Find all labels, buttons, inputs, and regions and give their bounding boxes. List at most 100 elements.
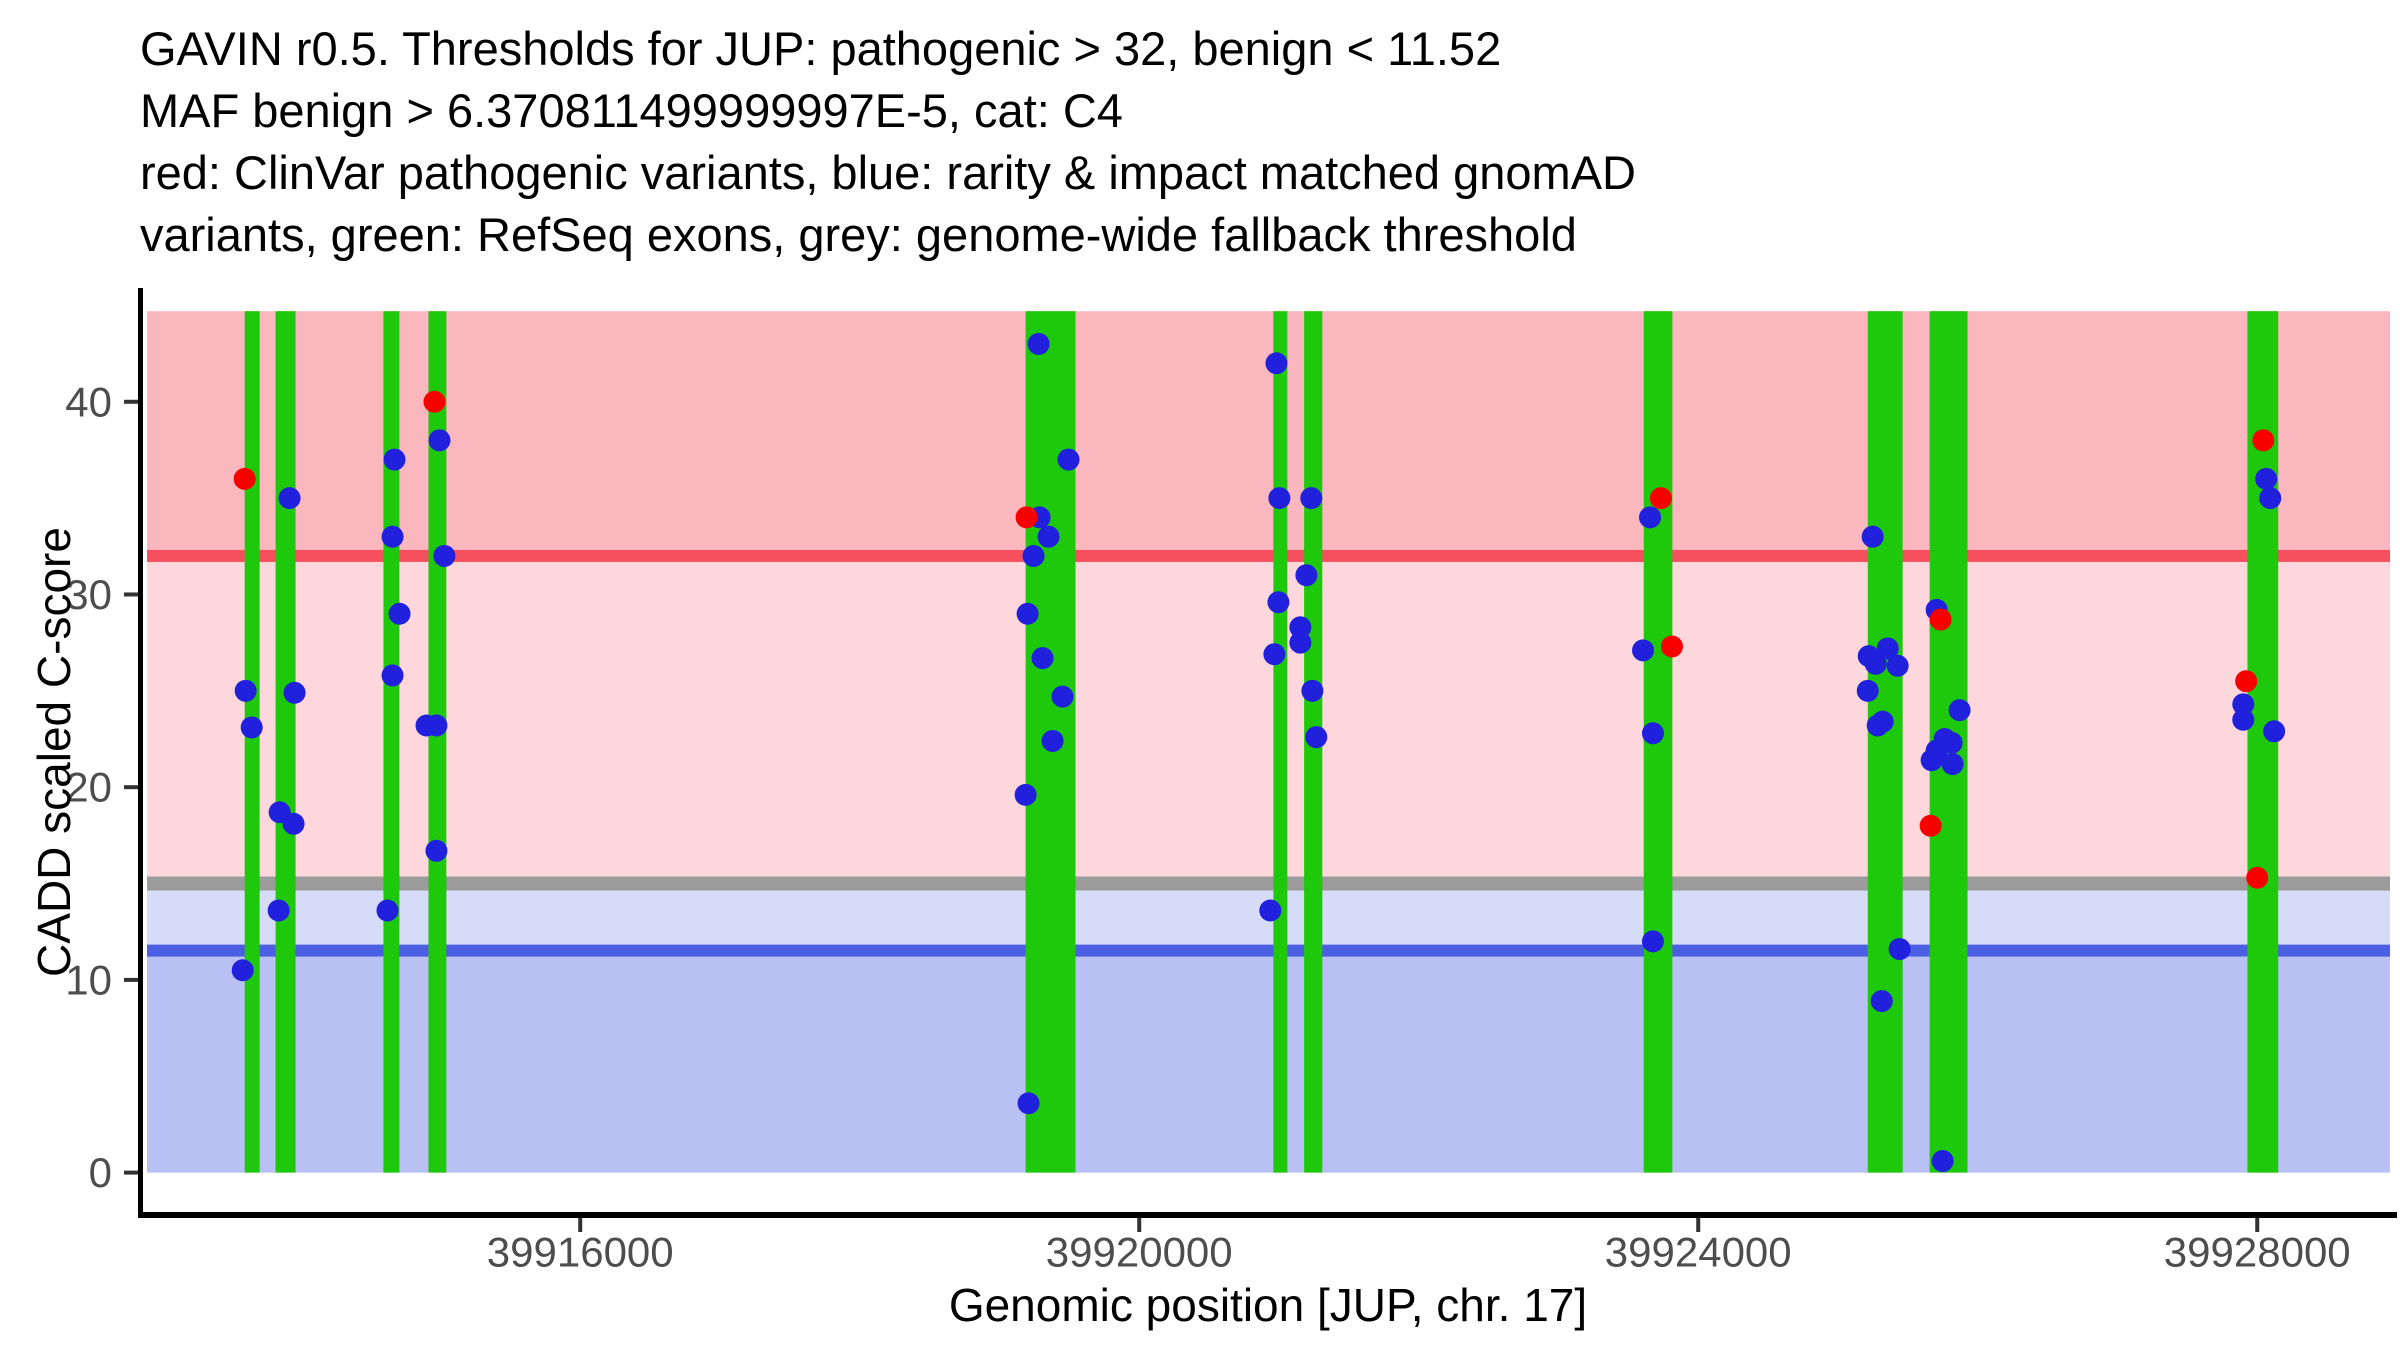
x-tick-mark bbox=[578, 1218, 583, 1232]
data-point bbox=[1051, 685, 1074, 708]
data-point bbox=[1037, 525, 1060, 548]
y-tick-label: 40 bbox=[65, 378, 112, 425]
data-point bbox=[1641, 930, 1664, 953]
data-point bbox=[1870, 990, 1893, 1013]
data-point bbox=[1289, 631, 1312, 654]
data-point bbox=[388, 602, 411, 625]
chart-title-line-4: variants, green: RefSeq exons, grey: gen… bbox=[140, 208, 1577, 261]
data-point bbox=[425, 839, 448, 862]
chart-title-line-1: GAVIN r0.5. Thresholds for JUP: pathogen… bbox=[140, 22, 1502, 75]
threshold-line bbox=[147, 944, 2390, 957]
x-tick-label: 39928000 bbox=[2164, 1229, 2351, 1276]
x-tick-label: 39916000 bbox=[487, 1229, 674, 1276]
data-point bbox=[2232, 708, 2255, 731]
y-tick-label: 30 bbox=[65, 571, 112, 618]
data-point bbox=[2252, 429, 2275, 452]
data-point bbox=[1267, 591, 1290, 614]
x-tick-mark bbox=[2255, 1218, 2260, 1232]
data-point bbox=[1649, 487, 1672, 510]
data-point bbox=[376, 899, 399, 922]
x-axis-title: Genomic position [JUP, chr. 17] bbox=[948, 1279, 1588, 1331]
data-point bbox=[278, 487, 301, 510]
threshold-line bbox=[147, 549, 2390, 562]
chart-title: GAVIN r0.5. Thresholds for JUP: pathogen… bbox=[140, 18, 1636, 266]
data-point bbox=[1265, 352, 1288, 375]
data-point bbox=[1300, 487, 1323, 510]
data-point bbox=[1027, 332, 1050, 355]
data-point bbox=[1041, 729, 1064, 752]
data-point bbox=[240, 716, 263, 739]
chart-title-line-2: MAF benign > 6.370811499999997E-5, cat: … bbox=[140, 84, 1123, 137]
x-tick-mark bbox=[1696, 1218, 1701, 1232]
exon-bar bbox=[275, 311, 296, 1173]
y-tick-label: 10 bbox=[65, 956, 112, 1003]
threshold-line bbox=[147, 876, 2390, 891]
y-tick-mark bbox=[124, 399, 138, 404]
data-point bbox=[2235, 670, 2258, 693]
data-point bbox=[1017, 1092, 1040, 1115]
data-point bbox=[428, 429, 451, 452]
data-point bbox=[2232, 693, 2255, 716]
data-point bbox=[1057, 448, 1080, 471]
data-point bbox=[1259, 899, 1282, 922]
y-tick-mark bbox=[124, 592, 138, 597]
exon-bar bbox=[383, 311, 400, 1173]
data-point bbox=[231, 959, 254, 982]
data-point bbox=[2246, 866, 2269, 889]
data-point bbox=[1919, 814, 1942, 837]
y-tick-label: 0 bbox=[89, 1149, 112, 1196]
data-point bbox=[1888, 938, 1911, 961]
data-point bbox=[1016, 602, 1039, 625]
data-point bbox=[1941, 753, 1964, 776]
data-point bbox=[234, 679, 257, 702]
data-point bbox=[2263, 720, 2286, 743]
data-point bbox=[433, 544, 456, 567]
y-axis-line bbox=[138, 288, 143, 1218]
data-point bbox=[1263, 643, 1286, 666]
data-point bbox=[283, 681, 306, 704]
y-tick-mark bbox=[124, 977, 138, 982]
data-point bbox=[2255, 467, 2278, 490]
data-point bbox=[1014, 783, 1037, 806]
data-point bbox=[1632, 639, 1655, 662]
data-point bbox=[381, 525, 404, 548]
data-point bbox=[1289, 616, 1312, 639]
data-point bbox=[1864, 652, 1887, 675]
data-point bbox=[1876, 637, 1899, 660]
data-point bbox=[381, 664, 404, 687]
exon-bar bbox=[1867, 311, 1903, 1173]
x-tick-label: 39920000 bbox=[1046, 1229, 1233, 1276]
x-tick-mark bbox=[1137, 1218, 1142, 1232]
exon-bar bbox=[244, 311, 260, 1173]
data-point bbox=[1641, 722, 1664, 745]
data-point bbox=[1861, 525, 1884, 548]
data-point bbox=[282, 812, 305, 835]
data-point bbox=[1660, 635, 1683, 658]
data-point bbox=[2259, 487, 2282, 510]
x-axis-line bbox=[138, 1212, 2397, 1218]
exon-bar bbox=[428, 311, 447, 1173]
x-tick-label: 39924000 bbox=[1605, 1229, 1792, 1276]
data-point bbox=[1268, 487, 1291, 510]
data-point bbox=[267, 899, 290, 922]
data-point bbox=[423, 390, 446, 413]
data-point bbox=[383, 448, 406, 471]
data-point bbox=[1920, 749, 1943, 772]
data-point bbox=[1866, 714, 1889, 737]
y-tick-mark bbox=[124, 1170, 138, 1175]
data-point bbox=[1856, 679, 1879, 702]
threshold-band-pathogenic-zone bbox=[147, 311, 2390, 556]
data-point bbox=[1639, 506, 1662, 529]
threshold-band-vus-zone bbox=[147, 555, 2390, 884]
data-point bbox=[1931, 1150, 1954, 1173]
threshold-band-benign-zone bbox=[147, 950, 2390, 1173]
data-point bbox=[1031, 647, 1054, 670]
data-point bbox=[1301, 679, 1324, 702]
data-point bbox=[1022, 544, 1045, 567]
data-point bbox=[1886, 654, 1909, 677]
data-point bbox=[1015, 506, 1038, 529]
data-point bbox=[1305, 726, 1328, 749]
data-point bbox=[1929, 608, 1952, 631]
